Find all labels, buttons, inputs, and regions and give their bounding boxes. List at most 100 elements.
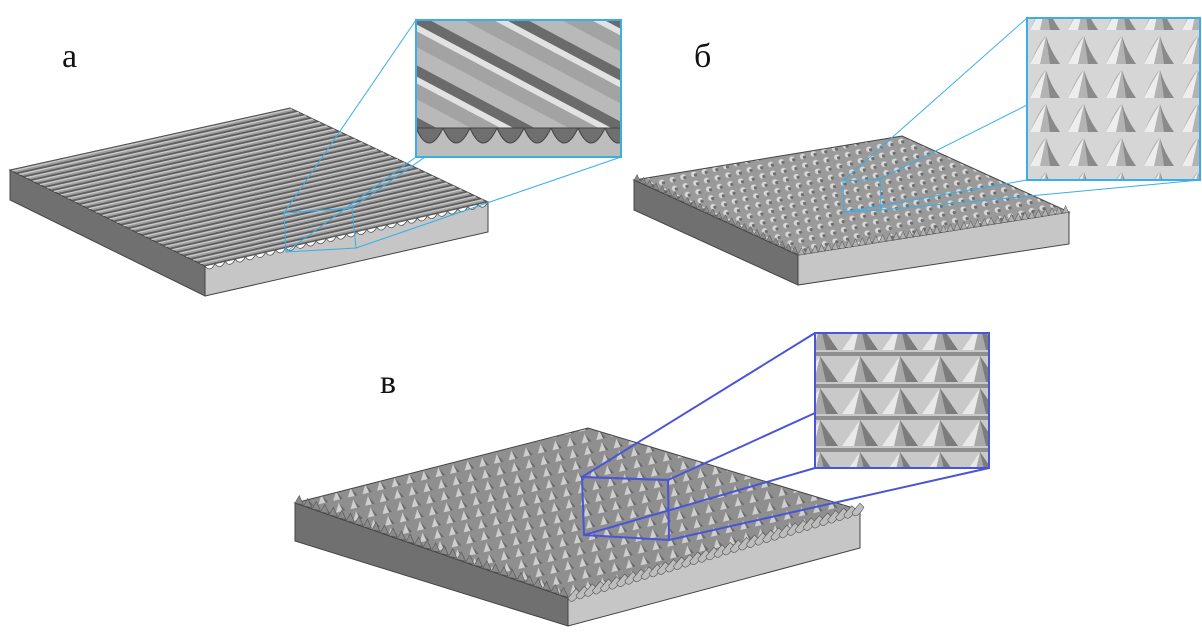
groove-line — [93, 147, 376, 213]
cone-tooth — [652, 182, 660, 191]
groove-line — [16, 110, 298, 175]
pyramid-tooth — [311, 500, 321, 511]
panel-v-leader-line-2 — [667, 412, 816, 481]
cone-tooth — [905, 229, 914, 239]
pyramid-tooth — [303, 497, 313, 508]
cone-tooth — [772, 237, 780, 246]
cone-tooth — [690, 199, 698, 208]
groove-highlight — [158, 178, 441, 244]
groove-highlight — [172, 185, 455, 251]
groove-line — [135, 167, 418, 233]
cone-tooth — [926, 226, 934, 235]
groove-highlight — [18, 111, 300, 176]
groove-line — [197, 197, 482, 264]
groove-highlight — [199, 198, 484, 265]
pyramid-tooth — [533, 577, 543, 589]
cone-tooth — [639, 176, 647, 185]
pyramid-tooth — [396, 530, 407, 541]
groove-highlight — [165, 182, 448, 248]
cone-tooth — [721, 214, 729, 223]
pyramid-tooth — [320, 503, 330, 514]
cone-tooth — [1021, 211, 1029, 220]
cone-tooth — [919, 227, 927, 236]
cone-tooth — [671, 191, 679, 200]
cone-tooth — [838, 240, 846, 249]
cone-tooth — [665, 188, 673, 197]
groove-line — [37, 120, 319, 185]
pyramid-tooth — [482, 560, 492, 571]
panel-b-cone-profile — [633, 173, 1069, 256]
cone-tooth — [646, 179, 654, 188]
cone-tooth — [633, 173, 641, 182]
groove-highlight — [137, 168, 420, 234]
groove-line — [156, 177, 439, 244]
groove-line — [176, 187, 460, 254]
groove-line — [51, 127, 333, 192]
cone-tooth — [677, 194, 685, 202]
cone-tooth — [715, 211, 723, 220]
cone-tooth — [824, 242, 832, 251]
panel-v-leader-line-1 — [581, 332, 816, 478]
cone-tooth — [1027, 210, 1036, 219]
cone-tooth — [804, 245, 812, 255]
groove-line — [44, 123, 326, 189]
cone-tooth — [759, 231, 767, 240]
groove-line — [142, 170, 425, 237]
cone-tooth — [953, 222, 961, 231]
cone-tooth — [858, 237, 866, 246]
groove-highlight — [25, 115, 307, 179]
cone-tooth — [878, 233, 887, 243]
cone-tooth — [1061, 204, 1069, 214]
panel-b-leader-line-1 — [842, 17, 1028, 182]
cone-tooth — [747, 225, 755, 234]
cone-tooth — [766, 234, 774, 243]
pyramid-tooth — [516, 572, 526, 583]
pyramid-tooth — [362, 518, 373, 529]
panel-a-zoom-frame — [415, 19, 622, 158]
cone-tooth — [740, 222, 748, 231]
pyramid-tooth — [345, 512, 355, 523]
cone-tooth — [753, 228, 761, 237]
pyramid-tooth — [507, 569, 518, 580]
pyramid-tooth — [456, 551, 466, 562]
cone-tooth — [696, 202, 704, 211]
groove-highlight — [39, 121, 321, 186]
panel-b-zoom-inset — [1026, 17, 1201, 181]
groove-highlight — [102, 151, 385, 217]
panel-a-zoom-inset — [415, 19, 622, 158]
pyramid-tooth — [448, 548, 458, 559]
pyramid-tooth — [337, 509, 347, 520]
panel-v-leader-line-3 — [668, 467, 990, 541]
zoom-groove-profile — [604, 127, 621, 144]
pyramid-tooth — [499, 566, 509, 577]
groove-line — [30, 116, 312, 182]
pyramid-tooth — [550, 583, 560, 594]
cone-tooth — [797, 246, 805, 256]
cone-tooth — [817, 243, 826, 253]
panel-label-b: б — [694, 38, 712, 75]
cone-tooth — [1041, 208, 1049, 217]
groove-line — [190, 194, 475, 261]
groove-line — [169, 184, 453, 250]
groove-line — [23, 113, 305, 178]
pyramid-tooth — [413, 536, 424, 547]
groove-highlight — [81, 141, 363, 206]
groove-highlight — [74, 138, 356, 203]
cone-tooth — [658, 185, 666, 194]
groove-highlight — [185, 192, 469, 258]
panel-v-zoom-inset — [814, 332, 990, 469]
cone-tooth — [778, 240, 786, 249]
groove-line — [183, 190, 468, 257]
panel-v-zoom-frame — [814, 332, 990, 469]
cone-tooth — [939, 224, 948, 233]
groove-highlight — [95, 148, 378, 213]
panel-v-pyramid-profile — [294, 494, 865, 602]
cone-tooth — [994, 215, 1002, 225]
groove-line — [86, 143, 369, 209]
panel-b-leader-line-3 — [880, 179, 1201, 211]
groove-line — [121, 160, 404, 226]
panel-a-slab — [8, 107, 490, 297]
panel-label-v: в — [380, 364, 397, 401]
cone-tooth — [892, 231, 900, 241]
